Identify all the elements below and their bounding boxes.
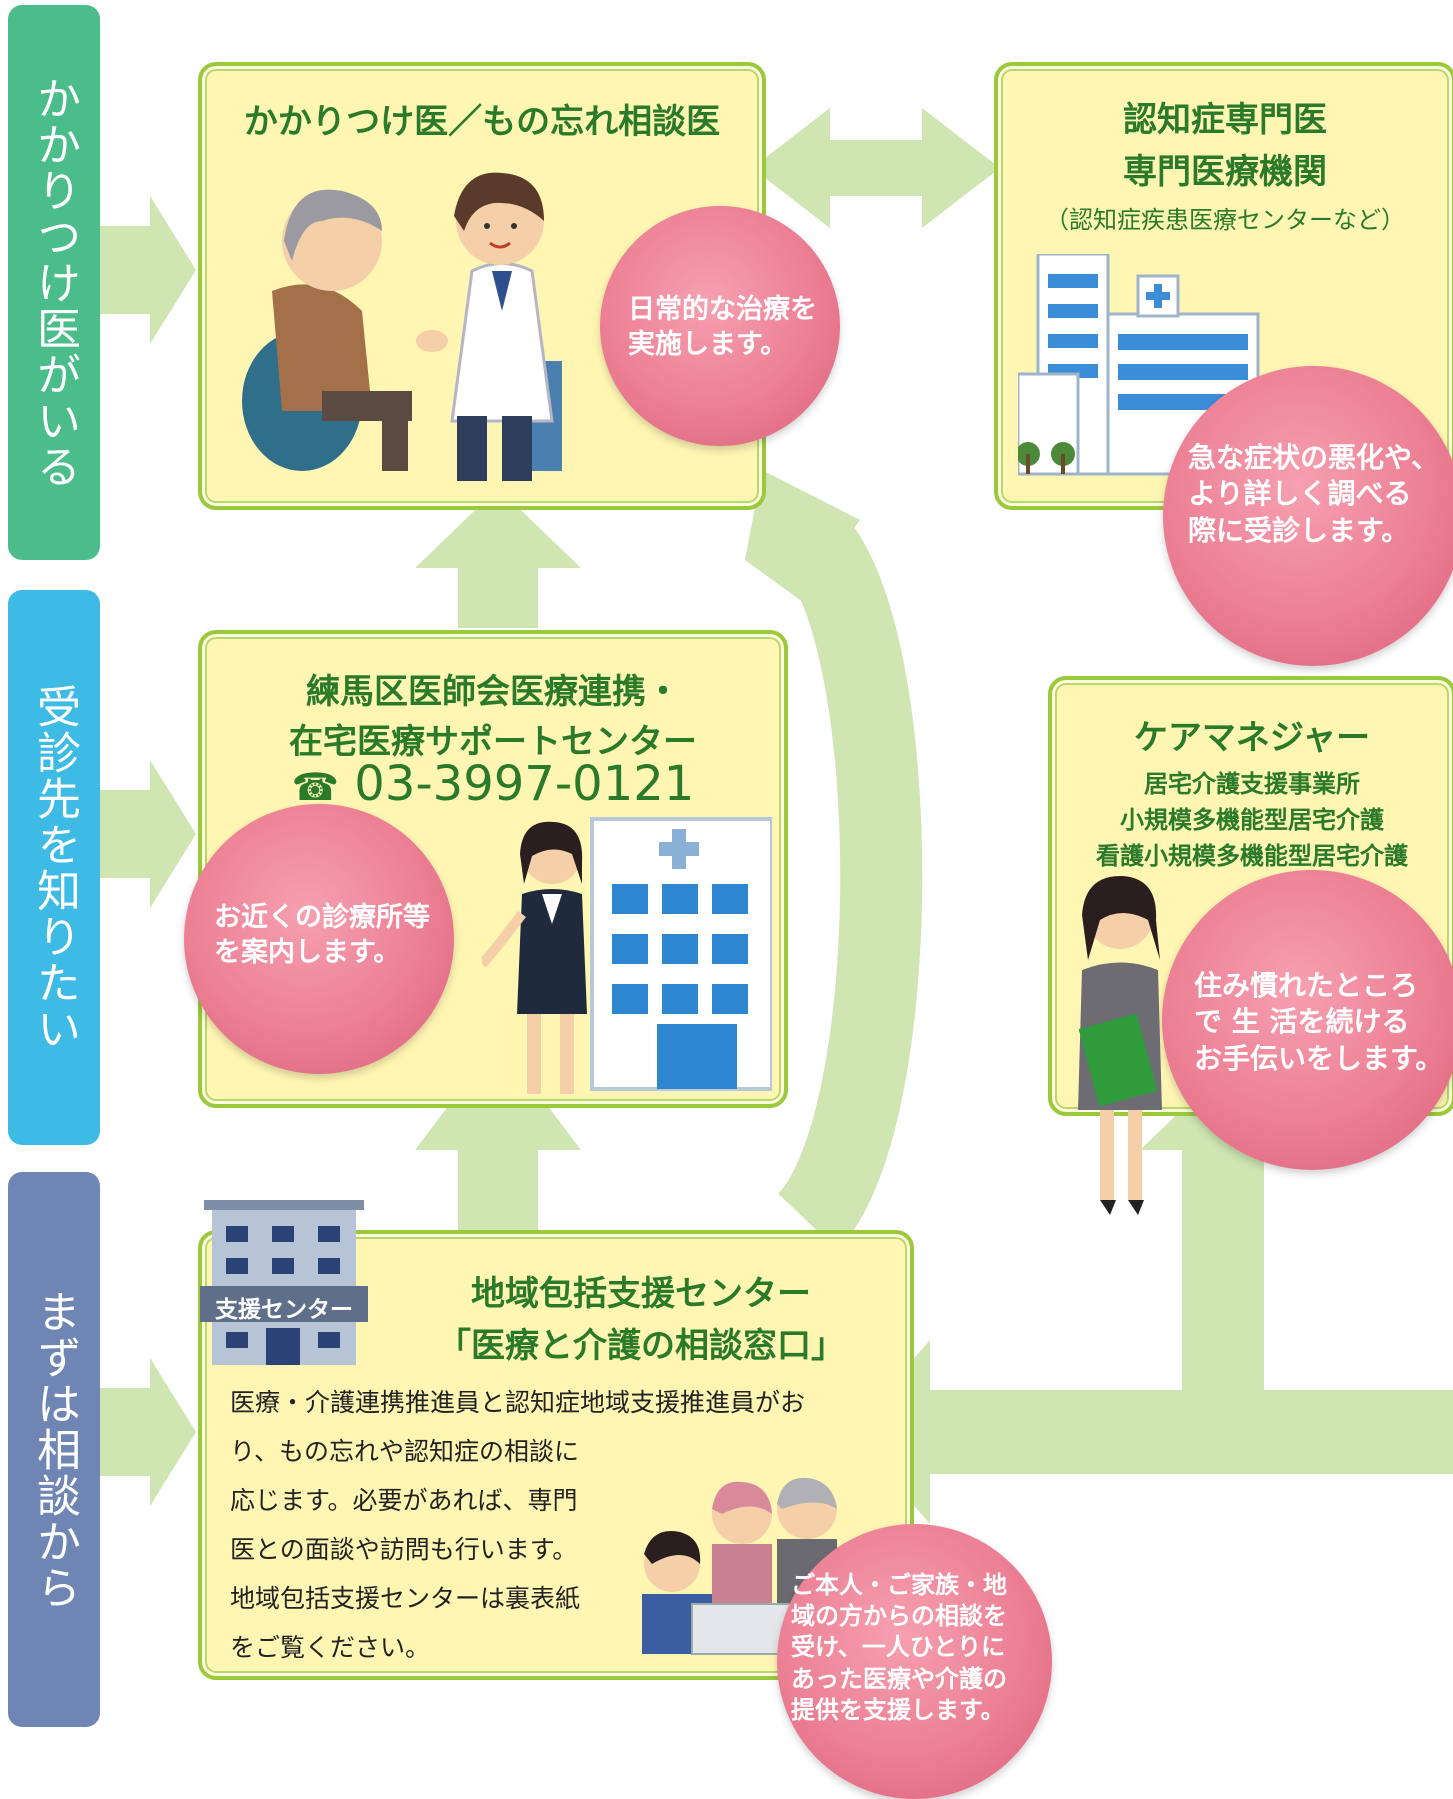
- tab-has-doctor: かかりつけ医がいる: [8, 5, 100, 560]
- regional-center-body-line4: 医との面談や訪問も行います。: [230, 1535, 578, 1564]
- telephone-icon: ☎: [291, 765, 340, 809]
- support-center-title-2: 在宅医療サポートセンター: [289, 722, 697, 762]
- arrow-head-curve: [745, 470, 860, 600]
- tab-label-consult-first: まずは相談から: [29, 1288, 80, 1611]
- arrow-curve-to-doctor: [776, 512, 923, 1251]
- specialist-circle: 急な症状の悪化や、 より詳しく調べる 際に受診します。: [1163, 366, 1453, 666]
- family-doctor-title: かかりつけ医／もの忘れ相談医: [243, 102, 721, 142]
- arrow-right-tab3: [100, 1358, 196, 1506]
- care-manager-title: ケアマネジャー: [1133, 718, 1371, 758]
- family-doctor-circle: 日常的な治療を 実施します。: [600, 206, 840, 446]
- building-icon: [200, 1200, 368, 1365]
- regional-center-title-1: 地域包括支援センター: [471, 1274, 811, 1314]
- family-doctor-box: かかりつけ医／もの忘れ相談医 日常的な治療を 実施します。: [198, 62, 840, 510]
- regional-center-body-line5: 地域包括支援センターは裏表紙: [230, 1584, 581, 1613]
- support-building-icon: 支援センター: [200, 1200, 368, 1365]
- doctor-patient-illustration: [242, 172, 562, 481]
- arrow-corner-care: [1182, 1390, 1266, 1474]
- care-manager-box: ケアマネジャー 居宅介護支援事業所 小規模多機能型居宅介護 看護小規模多機能型居…: [1048, 676, 1453, 1170]
- tab-label-has-doctor: かかりつけ医がいる: [29, 75, 80, 490]
- tab-label-find-clinic: 受診先を知りたい: [29, 683, 80, 1052]
- care-manager-line2: 小規模多機能型居宅介護: [1120, 806, 1384, 834]
- arrow-right-tab2: [100, 760, 196, 908]
- specialist-subtitle: （認知症疾患医療センターなど）: [1045, 206, 1405, 234]
- support-center-box: 練馬区医師会医療連携・ 在宅医療サポートセンター ☎ 03-3997-0121 …: [184, 630, 788, 1108]
- arrow-head-support-doctor: [415, 488, 581, 568]
- tab-consult-first: まずは相談から: [8, 1172, 100, 1727]
- specialist-box: 認知症専門医 専門医療機関 （認知症疾患医療センターなど） 急な症状の悪化や、 …: [994, 62, 1453, 666]
- regional-center-title-2: 「医療と介護の相談窓口」: [437, 1326, 845, 1366]
- support-center-title-1: 練馬区医師会医療連携・: [306, 672, 680, 712]
- support-center-circle-text: お近くの診療所等 を案内します。: [214, 902, 430, 969]
- arrow-double-top: [752, 108, 1000, 228]
- building-label: 支援センター: [215, 1297, 353, 1323]
- arrow-shaft-support-doctor: [458, 568, 538, 628]
- specialist-circle-text: 急な症状の悪化や、 より詳しく調べる 際に受診します。: [1188, 441, 1440, 547]
- regional-center-body: 医療・介護連携推進員と認知症地域支援推進員がお り、もの忘れや認知症の相談に 応…: [230, 1378, 805, 1672]
- specialist-title-2: 専門医療機関: [1123, 152, 1327, 192]
- care-manager-circle-text: 住み慣れたところ で 生 活を続ける お手伝いをします。: [1194, 969, 1444, 1075]
- tab-find-clinic: 受診先を知りたい: [8, 590, 100, 1145]
- regional-center-body-line6: をご覧ください。: [230, 1633, 431, 1662]
- arrow-right-tab1: [100, 196, 196, 344]
- family-doctor-circle-text: 日常的な治療を 実施します。: [628, 294, 817, 361]
- care-manager-illustration: [1078, 875, 1162, 1215]
- support-center-phone: 03-3997-0121: [354, 756, 695, 812]
- specialist-title-1: 認知症専門医: [1123, 100, 1327, 140]
- care-manager-line1: 居宅介護支援事業所: [1144, 770, 1360, 798]
- receptionist-clinic-illustration: [482, 817, 772, 1094]
- regional-center-circle-text: ご本人・ご家族・地 域の方からの相談を 受け、一人ひとりに あった医療や介護の …: [791, 1571, 1007, 1724]
- arrow-shaft-regional-support: [458, 1150, 538, 1230]
- regional-center-body-line2: り、もの忘れや認知症の相談に: [230, 1437, 580, 1466]
- care-manager-circle: 住み慣れたところ で 生 活を続ける お手伝いをします。: [1162, 870, 1453, 1170]
- support-center-circle: お近くの診療所等 を案内します。: [184, 804, 454, 1074]
- regional-center-body-line3: 応じます。必要があれば、専門: [230, 1486, 578, 1515]
- support-center-phone-row: ☎ 03-3997-0121: [202, 756, 784, 812]
- regional-center-body-line1: 医療・介護連携推進員と認知症地域支援推進員がお: [230, 1388, 806, 1417]
- care-manager-line3: 看護小規模多機能型居宅介護: [1096, 842, 1408, 870]
- regional-center-circle: ご本人・ご家族・地 域の方からの相談を 受け、一人ひとりに あった医療や介護の …: [777, 1524, 1052, 1799]
